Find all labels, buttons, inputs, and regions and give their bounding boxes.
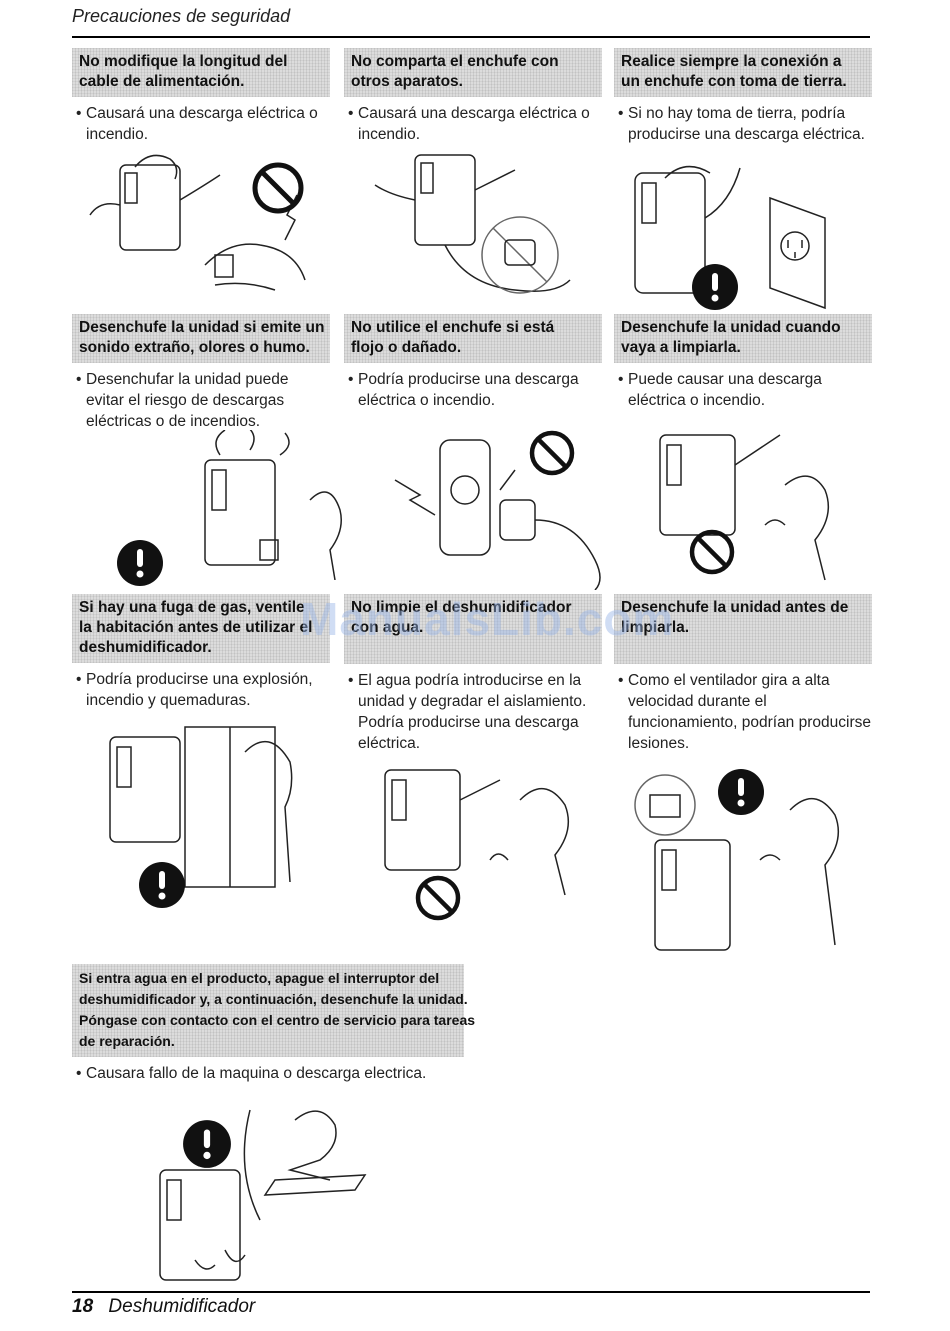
section-title: No modifique la longitud del cable de al… [72,48,330,97]
section-unplug-cleaning: Desenchufe la unidad cuando vaya a limpi… [614,314,872,411]
section-loose-plug: No utilice el enchufe si está flojo o da… [344,314,602,411]
illustration-cable [85,145,325,305]
page-number: 18 [72,1296,94,1317]
section-water-inside: Si entra agua en el producto, apague el … [72,964,475,1084]
prohibition-icon [250,160,306,216]
section-gas-leak: Si hay una fuga de gas, ventile la habit… [72,594,330,711]
footer-title: Deshumidificador [108,1296,256,1317]
prohibition-icon [527,428,577,478]
section-cable-length: No modifique la longitud del cable de al… [72,48,330,145]
section-title: Desenchufe la unidad antes de limpiarla. [614,594,872,664]
illustration-shared-plug [355,145,595,310]
illustration-fan [630,770,850,955]
section-description: Desenchufar la unidad puede evitar el ri… [72,369,330,432]
illustration-water [380,760,580,920]
illustration-loose-plug [385,420,615,590]
illustration-water-inside [155,1100,395,1285]
mandatory-icon [181,1118,233,1170]
section-strange-noise: Desenchufe la unidad si emite un sonido … [72,314,330,432]
mandatory-icon [690,262,740,312]
mandatory-icon [137,860,187,910]
section-description: Podría producirse una descarga eléctrica… [344,369,602,411]
watermark: ManualsLib.com [300,593,675,645]
section-fan-injury: Desenchufe la unidad antes de limpiarla.… [614,594,872,754]
illustration-noise [160,430,360,580]
section-title: No comparta el enchufe con otros aparato… [344,48,602,97]
section-description: Causará una descarga eléctrica o incendi… [72,103,330,145]
section-description: El agua podría introducirse en la unidad… [344,670,602,754]
section-title: Si hay una fuga de gas, ventile la habit… [72,594,330,663]
page-header-title: Precauciones de seguridad [72,6,291,26]
page-footer: 18 Deshumidificador [72,1296,255,1318]
illustration-gas-leak [95,722,325,892]
section-title: No limpie el deshumidificador con agua. [344,594,602,664]
illustration-cleaning [645,425,855,585]
section-description: Podría producirse una explosión, incendi… [72,669,330,711]
section-shared-plug: No comparta el enchufe con otros aparato… [344,48,602,145]
section-ground-connection: Realice siempre la conexión a un enchufe… [614,48,872,145]
footer-rule [72,1291,870,1293]
section-description: Puede causar una descarga eléctrica o in… [614,369,872,411]
section-description: Causara fallo de la maquina o descarga e… [72,1063,464,1084]
section-title: Realice siempre la conexión a un enchufe… [614,48,872,97]
prohibition-icon [413,873,463,923]
mandatory-icon [115,538,165,588]
header-rule [72,36,870,38]
section-title: No utilice el enchufe si está flojo o da… [344,314,602,363]
section-title: Si entra agua en el producto, apague el … [72,964,475,1057]
section-description: Causará una descarga eléctrica o incendi… [344,103,602,145]
section-description: Como el ventilador gira a alta velocidad… [614,670,872,754]
section-description: Si no hay toma de tierra, podría produci… [614,103,872,145]
prohibition-icon [687,527,737,577]
mandatory-icon [716,767,766,817]
section-title: Desenchufe la unidad si emite un sonido … [72,314,330,363]
illustration-ground [620,148,840,318]
section-title: Desenchufe la unidad cuando vaya a limpi… [614,314,872,363]
section-water-cleaning: No limpie el deshumidificador con agua. … [344,594,602,754]
